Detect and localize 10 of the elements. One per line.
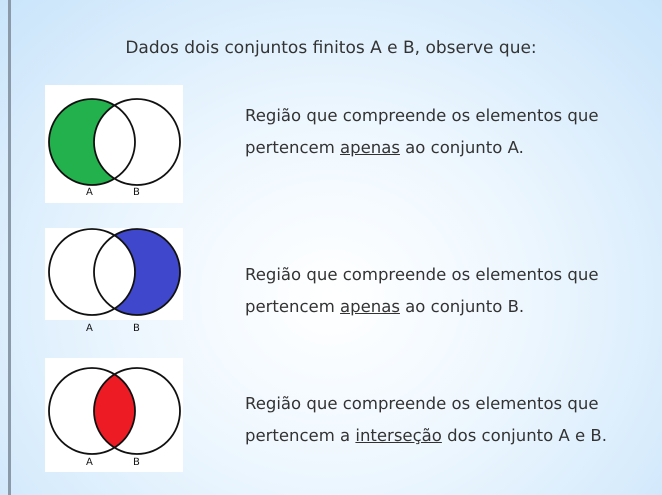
set-label: A [86,457,93,468]
title: Dados dois conjuntos finitos A e B, observe que: [124,38,538,58]
set-label: B [133,457,140,468]
set-label: B [133,187,140,198]
set-label: A [86,187,93,198]
set-label: B [133,323,140,334]
description-text: Região que compreende os elementos que pertencem apenas ao conjunto B. [245,264,600,318]
description-text: Região que compreende os elementos que pertencem apenas ao conjunto A. [245,105,600,159]
set-label: A [86,323,93,334]
description-text: Região que compreende os elementos que pertencem a interseção dos conjunto A e B. [245,393,608,447]
